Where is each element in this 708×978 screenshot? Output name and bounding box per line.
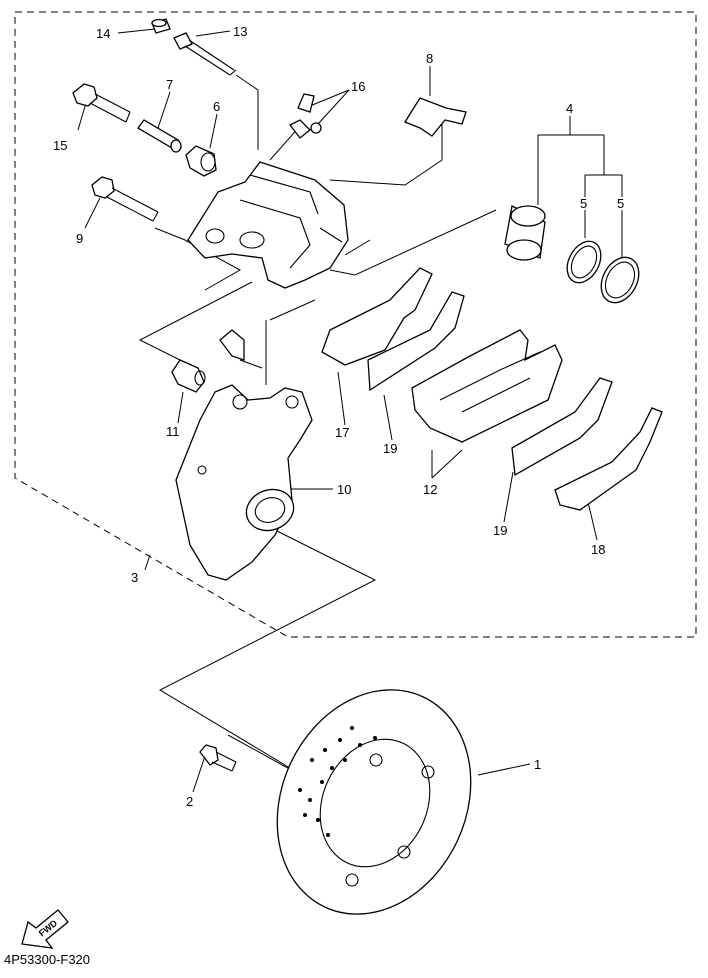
callout-19a: 19	[383, 441, 397, 456]
callout-16: 16	[351, 79, 365, 94]
callout-14: 14	[96, 26, 110, 41]
part-7-slide-pin	[137, 119, 182, 153]
part-13-pad-pin	[173, 32, 237, 76]
callout-2: 2	[186, 794, 193, 809]
part-16-bleed-screw	[289, 93, 322, 139]
callout-17: 17	[335, 425, 349, 440]
callout-19b: 19	[493, 523, 507, 538]
callout-7: 7	[166, 77, 173, 92]
callout-4: 4	[566, 101, 573, 116]
callout-13: 13	[233, 24, 247, 39]
callout-15: 15	[53, 138, 67, 153]
callout-6: 6	[213, 99, 220, 114]
assembly-boundary	[14, 11, 697, 638]
callout-12: 12	[423, 482, 437, 497]
callout-8: 8	[426, 51, 433, 66]
callout-10: 10	[337, 482, 351, 497]
part-6-pin-boot	[185, 145, 217, 177]
caliper-body	[187, 161, 349, 289]
part-2-disc-bolt	[199, 744, 237, 772]
part-19-pad-b	[511, 377, 613, 477]
callout-5b: 5	[617, 196, 624, 211]
part-18-pad-shim	[554, 407, 663, 511]
diagram-code: 4P53300-F320	[4, 952, 90, 967]
callout-3: 3	[131, 570, 138, 585]
part-14-bleed-cap	[151, 18, 171, 34]
part-5-seal-a	[566, 240, 602, 284]
callout-1: 1	[534, 757, 541, 772]
leader-lines	[77, 28, 623, 793]
part-8-pad-spring	[404, 97, 467, 137]
part-9-bolt	[91, 176, 159, 222]
callout-11: 11	[166, 424, 180, 439]
part-1-brake-disc	[276, 689, 472, 915]
callout-18: 18	[591, 542, 605, 557]
part-12-brake-pad-set	[411, 329, 563, 443]
part-5-seal-b	[600, 256, 640, 304]
part-17-pad-shim	[321, 267, 433, 366]
forward-direction-arrow: FWD	[21, 909, 69, 949]
part-4-piston	[504, 205, 546, 261]
callout-numbers: 1 2 3 4 5 5 6 7 8 9 10 11 12 13 14 15 16…	[53, 24, 624, 809]
part-15-caliper-bolt	[72, 83, 131, 123]
retainer-clip	[219, 329, 245, 361]
callout-9: 9	[76, 231, 83, 246]
callout-5a: 5	[580, 196, 587, 211]
part-10-caliper-bracket	[175, 384, 313, 581]
part-11-bushing	[171, 359, 206, 393]
part-19-pad-a	[367, 291, 465, 392]
